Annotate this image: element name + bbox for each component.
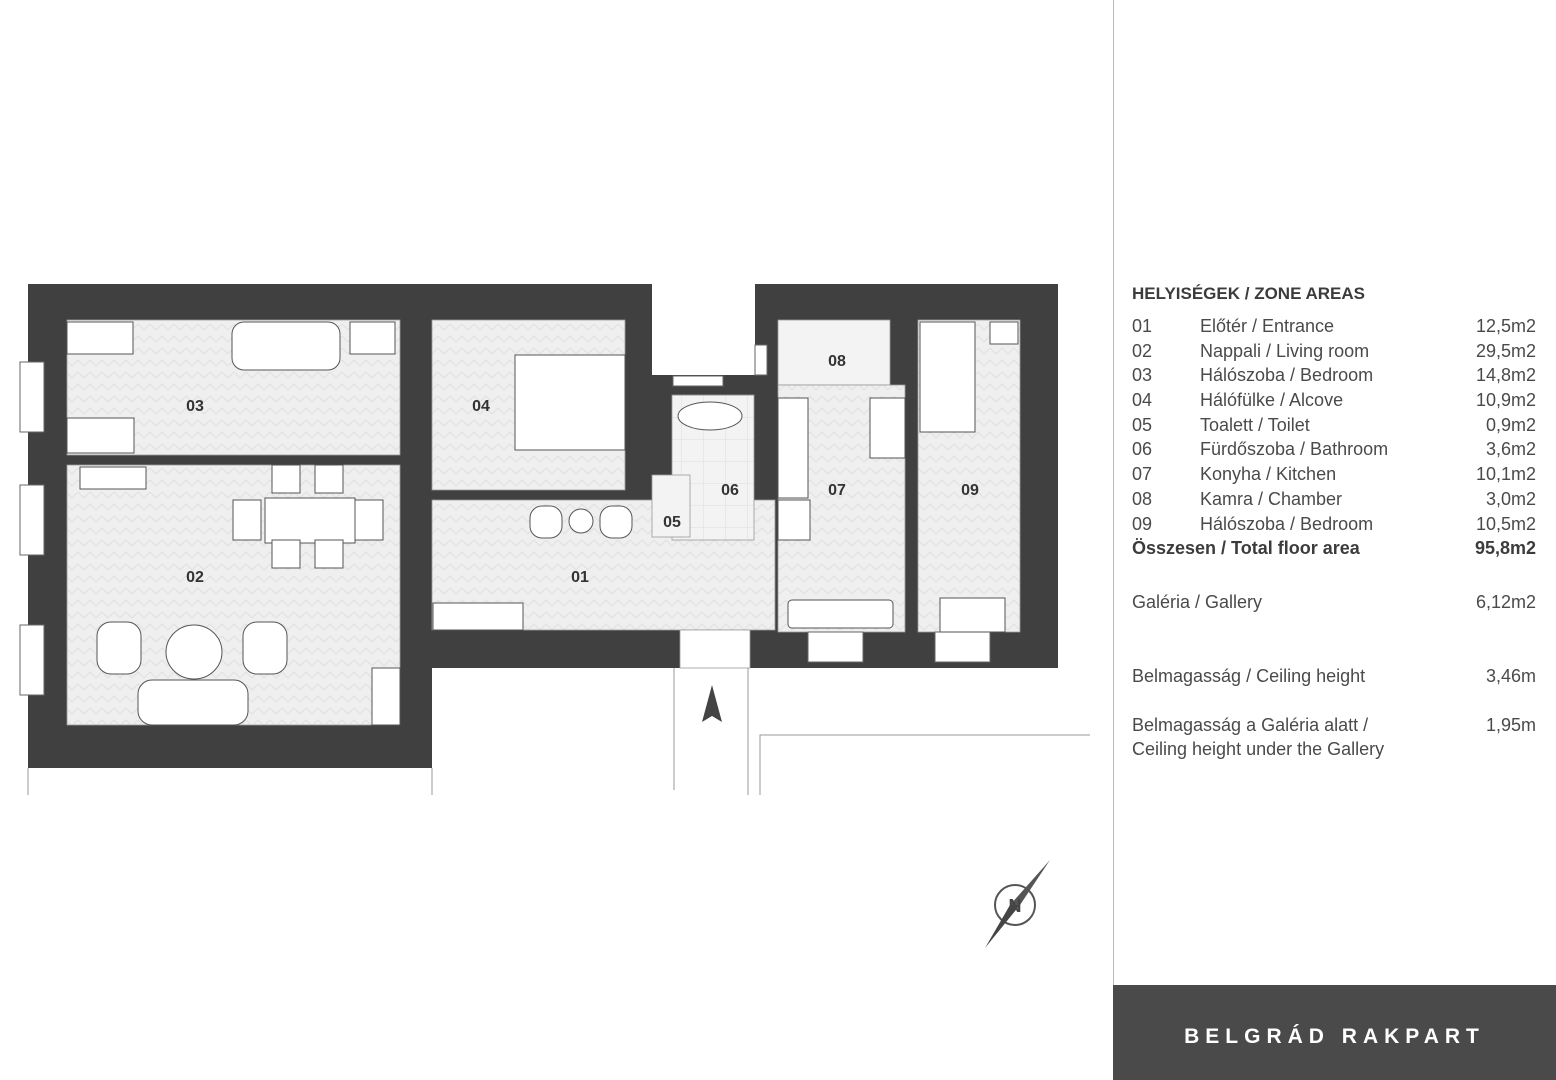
ceiling-height-row: Belmagasság / Ceiling height 3,46m: [1132, 664, 1536, 688]
legend-row: 01 Előtér / Entrance 12,5m2: [1132, 314, 1536, 339]
room-number: 01: [1132, 316, 1153, 336]
legend-title: HELYISÉGEK / ZONE AREAS: [1132, 284, 1366, 303]
room-number: 04: [1132, 390, 1153, 411]
project-title: BELGRÁD RAKPART: [1184, 1024, 1485, 1048]
cabinet: [349, 321, 396, 355]
windows: [19, 344, 991, 696]
room-area: 10,9m2: [1475, 390, 1536, 411]
legend-row: 06 Fürdőszoba / Bathroom 3,6m2: [1132, 437, 1536, 462]
room-label-09: 09: [961, 482, 979, 499]
room-label-03: 03: [186, 398, 204, 415]
total-area: 95,8m2: [1474, 538, 1536, 559]
furniture: [66, 321, 1019, 726]
ceiling-gallery-row: Belmagasság a Galéria alatt / Ceiling hei…: [1132, 713, 1536, 761]
room-name: Hálószoba / Bedroom: [1200, 513, 1374, 534]
floor-plan: 01 02 03 04 05 06 07 08 09 N: [19, 284, 1090, 948]
room-area: 12,5m2: [1475, 316, 1536, 336]
room-area: 29,5m2: [1475, 340, 1536, 361]
stove: [777, 499, 811, 541]
room-name: Konyha / Kitchen: [1200, 464, 1337, 485]
bathtub: [677, 401, 743, 431]
north-compass-icon: N: [985, 860, 1050, 948]
ceiling-gallery-value: 1,95m: [1485, 715, 1536, 735]
ceiling-gallery-label: Belmagasság a Galéria alatt / Ceiling hei…: [1132, 713, 1384, 761]
site-lines: [27, 668, 1090, 795]
ceiling-gallery-label-line2: Ceiling height under the Gallery: [1132, 739, 1385, 759]
ceiling-height-label: Belmagasság / Ceiling height: [1132, 666, 1366, 686]
room-area: 0,9m2: [1485, 414, 1536, 435]
bed: [514, 354, 626, 451]
legend-row: 07 Konyha / Kitchen 10,1m2: [1132, 462, 1536, 487]
room-name: Fürdőszoba / Bathroom: [1200, 439, 1389, 460]
gallery-row: Galéria / Gallery 6,12m2: [1132, 590, 1536, 614]
room-number: 05: [1132, 414, 1153, 435]
room-number: 06: [1132, 439, 1153, 460]
sofa: [231, 321, 341, 371]
legend-total-row: Összesen / Total floor area 95,8m2: [1132, 536, 1536, 561]
panel-divider: [1113, 0, 1114, 1080]
room-name: Kamra / Chamber: [1200, 488, 1343, 509]
kitchen-table: [787, 599, 894, 629]
room-area: 3,6m2: [1485, 439, 1536, 460]
room-area: 3,0m2: [1485, 488, 1536, 509]
dining-table: [264, 497, 356, 544]
legend-row: 08 Kamra / Chamber 3,0m2: [1132, 487, 1536, 512]
room-number: 09: [1132, 513, 1153, 534]
legend-row: 03 Hálószoba / Bedroom 14,8m2: [1132, 363, 1536, 388]
room-label-05: 05: [663, 514, 681, 531]
room-name: Előtér / Entrance: [1200, 316, 1335, 336]
total-label: Összesen / Total floor area: [1132, 538, 1360, 559]
room-08: [777, 319, 891, 386]
title-block: BELGRÁD RAKPART: [1113, 985, 1556, 1080]
gallery-label: Galéria / Gallery: [1132, 592, 1263, 612]
room-name: Hálófülke / Alcove: [1200, 390, 1344, 411]
room-05: [651, 474, 691, 538]
wardrobe: [66, 321, 134, 355]
gallery-area: 6,12m2: [1475, 592, 1536, 612]
room-number: 02: [1132, 340, 1153, 361]
ceiling-gallery-label-line1: Belmagasság a Galéria alatt /: [1132, 715, 1369, 735]
room-label-01: 01: [571, 569, 589, 586]
entrance-door-gap: [679, 629, 751, 669]
desk: [66, 417, 135, 454]
room-area: 10,5m2: [1475, 513, 1536, 534]
legend-row: 05 Toalett / Toilet 0,9m2: [1132, 413, 1536, 438]
legend-row: 09 Hálószoba / Bedroom 10,5m2: [1132, 512, 1536, 537]
svg-text:N: N: [1009, 896, 1022, 916]
room-name: Nappali / Living room: [1200, 340, 1370, 361]
room-number: 03: [1132, 365, 1153, 386]
coffee-table: [165, 624, 223, 680]
room-label-02: 02: [186, 569, 204, 586]
living-sofa: [137, 679, 249, 726]
room-label-08: 08: [828, 353, 846, 370]
entrance-arrow-icon: [702, 685, 722, 722]
room-label-06: 06: [721, 482, 739, 499]
room-number: 08: [1132, 488, 1153, 509]
ceiling-height-value: 3,46m: [1485, 666, 1536, 686]
room-name: Toalett / Toilet: [1200, 414, 1310, 435]
room-label-04: 04: [472, 398, 490, 415]
legend-row: 04 Hálófülke / Alcove 10,9m2: [1132, 388, 1536, 413]
room-area: 10,1m2: [1475, 464, 1536, 485]
legend-row: 02 Nappali / Living room 29,5m2: [1132, 339, 1536, 364]
room-label-07: 07: [828, 482, 846, 499]
room-number: 07: [1132, 464, 1153, 485]
zone-areas-legend: HELYISÉGEK / ZONE AREAS 01 Előtér / Entra…: [1132, 284, 1536, 561]
room-area: 14,8m2: [1475, 365, 1536, 386]
room-name: Hálószoba / Bedroom: [1200, 365, 1374, 386]
